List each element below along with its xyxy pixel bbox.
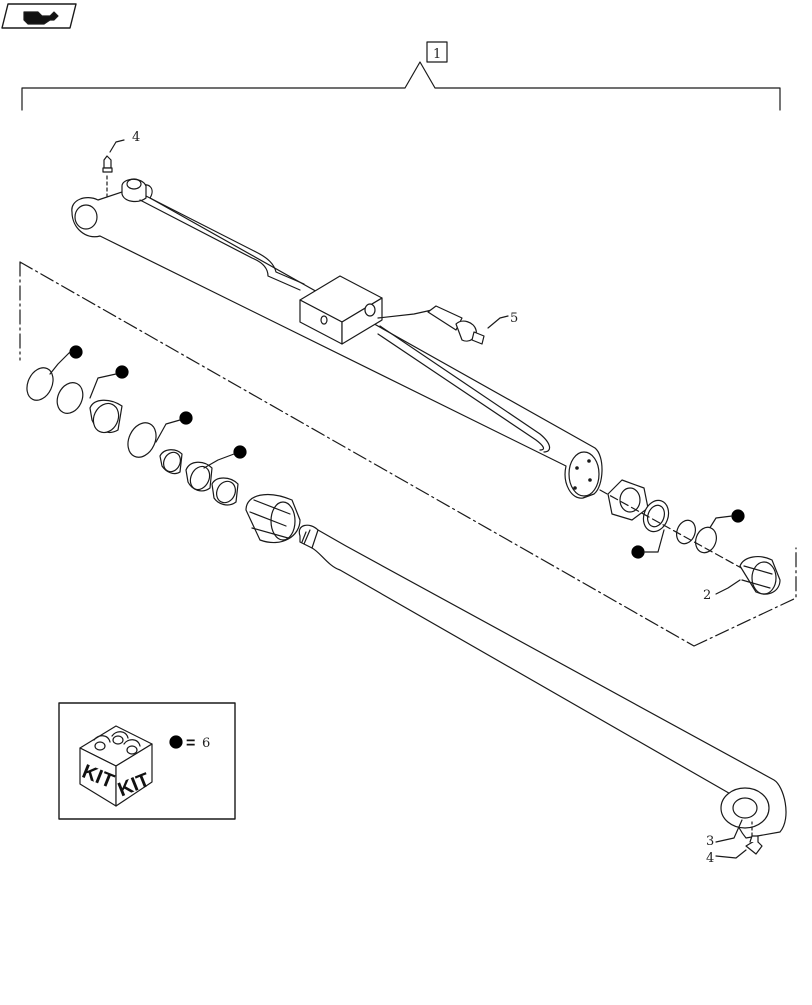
kit-legend [58,702,236,820]
grease-fitting-bottom[interactable] [745,821,763,855]
rod-gland[interactable] [739,556,781,595]
callout-leaders [715,579,747,859]
legend-equals: = [186,735,195,752]
grease-fitting-top[interactable] [102,139,125,197]
kit-marker-leaders [49,351,733,553]
legend-kit-part-number: 6 [202,736,210,751]
seal-kit-right[interactable] [599,489,746,571]
callout-grease-fitting-top[interactable]: 4 [132,130,140,145]
navigate-back-icon[interactable] [1,3,77,29]
callout-piston[interactable]: 2 [703,588,711,603]
piston[interactable] [245,493,301,544]
exploded-view-guide [19,261,797,647]
callout-grease-fitting-bottom[interactable]: 4 [706,851,714,866]
hydraulic-tube[interactable] [139,195,551,453]
kit-marker-legend-dot [169,735,183,749]
seal-kit-left[interactable] [22,364,239,506]
piston-rod[interactable] [298,524,787,839]
callout-rod-bushing[interactable]: 3 [706,834,714,849]
callout-relief-valve[interactable]: 5 [510,311,518,326]
assembly-label: 1 [433,47,441,62]
kit-box-icon [79,725,153,807]
assembly-bracket [21,61,781,111]
relief-valve[interactable] [377,305,509,345]
rod-nut[interactable] [607,479,649,521]
valve-block[interactable] [299,275,383,345]
assembly-label-box[interactable] [426,41,448,63]
